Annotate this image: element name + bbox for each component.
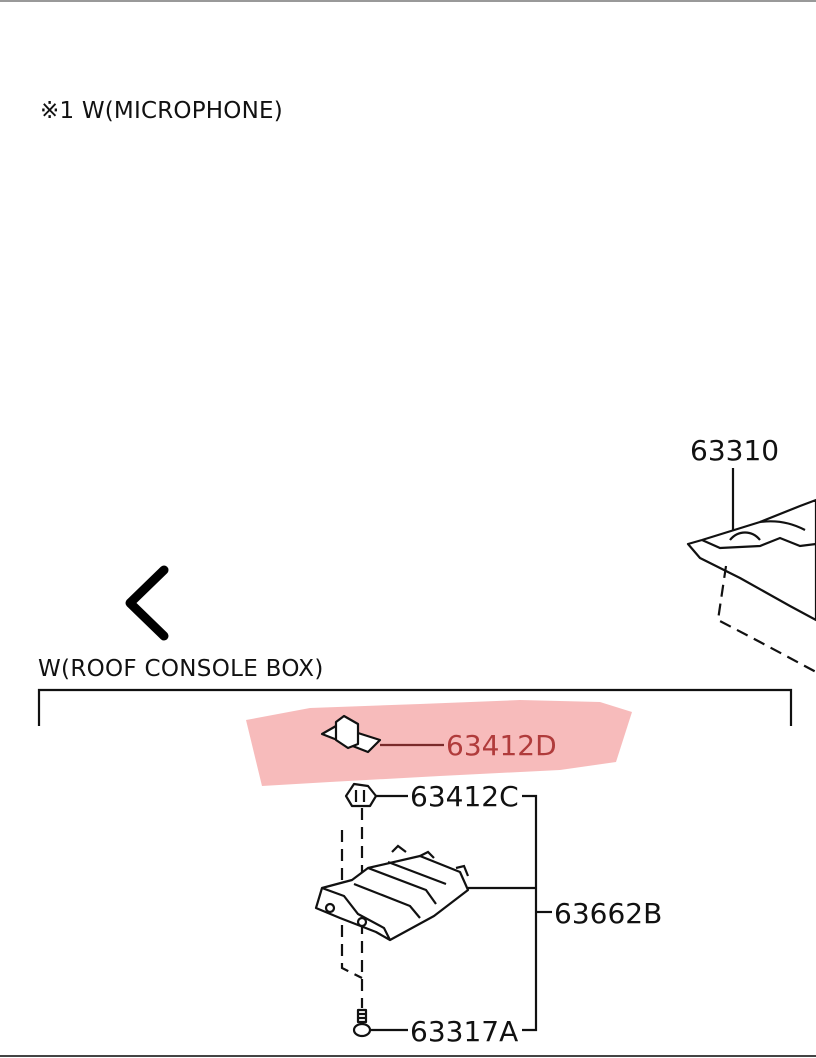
screw-head <box>352 1022 372 1038</box>
part-label-63662B: 63662B <box>554 897 662 930</box>
headliner-notch <box>729 531 761 541</box>
clip-part-63412D: 63412D <box>320 714 557 762</box>
console-box-63662B <box>314 844 536 942</box>
part-label-63412C: 63412C <box>410 780 519 813</box>
dashed-axis-left <box>340 830 363 979</box>
group-bracket-63662B <box>522 794 538 1032</box>
headliner-dashed-outline <box>716 565 816 673</box>
console-box-tab-a <box>391 844 407 853</box>
headliner-edge <box>701 536 816 550</box>
chevron-left-icon <box>125 565 169 641</box>
screw-part-63317A: 63317A <box>352 1008 518 1048</box>
clip-part-63412C: 63412C <box>344 780 519 813</box>
headliner-shape <box>686 498 816 622</box>
part-label-63317A: 63317A <box>410 1015 518 1048</box>
screw-shank <box>356 1008 368 1024</box>
console-box-front-edge <box>321 886 391 941</box>
clip-63412C-shape <box>344 782 378 808</box>
console-box-tab-c <box>455 864 470 877</box>
part-label-63310: 63310 <box>690 434 779 467</box>
section-title: W(ROOF CONSOLE BOX) <box>38 656 324 682</box>
header-note: ※1 W(MICROPHONE) <box>40 98 283 124</box>
console-box-rail-b <box>387 860 447 886</box>
back-button[interactable] <box>112 560 182 646</box>
console-box-hole-left <box>324 902 336 914</box>
console-box-rail-a <box>367 866 437 905</box>
section-bracket <box>37 688 793 726</box>
console-box-rail-c <box>353 882 421 919</box>
clip-63412D-body <box>334 714 360 750</box>
headliner-contour <box>759 520 806 531</box>
console-box-hole-right <box>356 916 368 928</box>
console-box-tab-b <box>419 850 435 859</box>
part-label-63412D: 63412D <box>446 729 557 762</box>
highlight-marker <box>246 700 632 786</box>
headliner-part-63310: 63310 <box>686 434 816 673</box>
